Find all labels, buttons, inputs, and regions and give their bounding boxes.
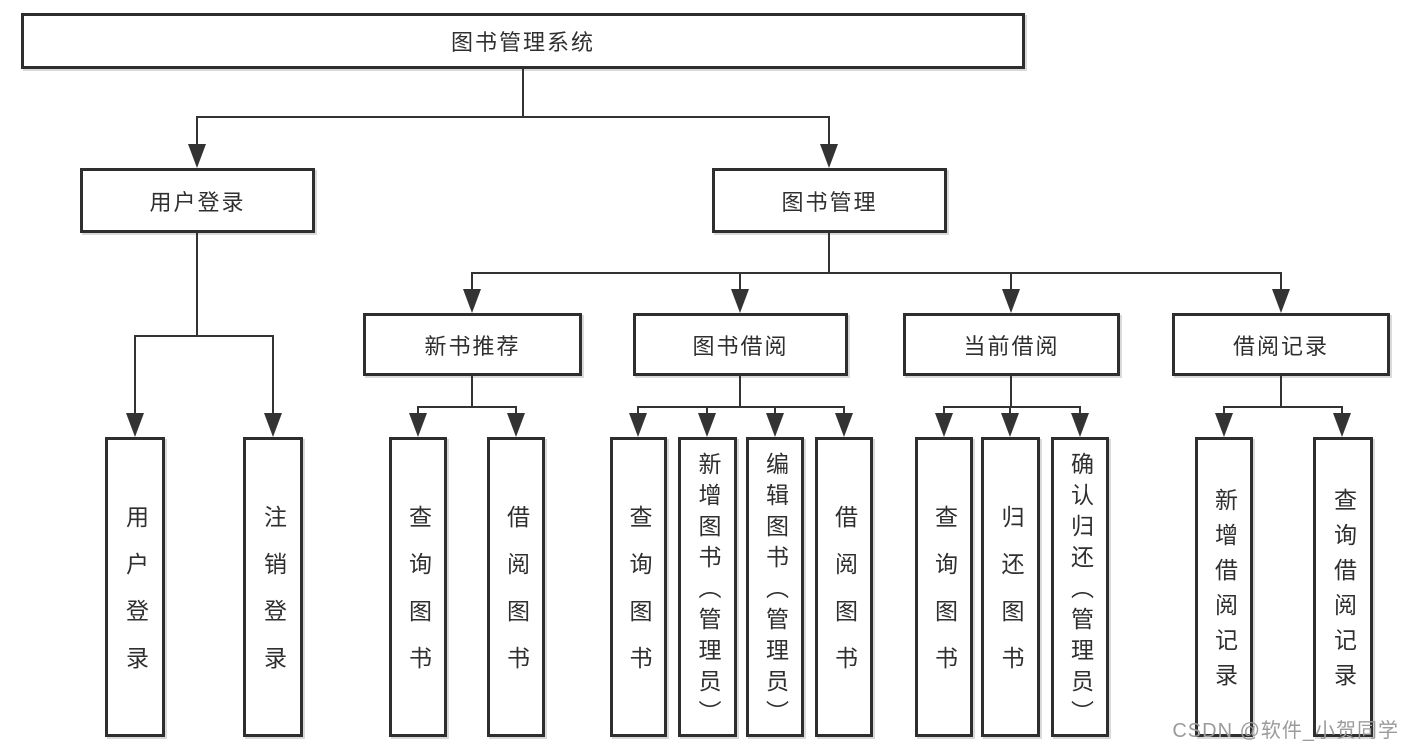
node-label: 编辑图书（管理员） [762, 451, 789, 731]
node-label: 图书管理系统 [450, 30, 595, 55]
node-label: 新增图书（管理员） [695, 451, 721, 731]
leaf-borrow-books-2: 借阅图书 [815, 437, 873, 737]
leaf-add-borrow-record: 新增借阅记录 [1195, 437, 1253, 737]
connector-line [1010, 273, 1012, 291]
node-label: 归还图书 [998, 505, 1024, 693]
node-label: 新增借阅记录 [1211, 488, 1238, 698]
arrow-down-icon [766, 413, 784, 437]
connector-line [739, 273, 741, 291]
connector-line [522, 69, 524, 118]
connector-line [196, 117, 198, 147]
leaf-edit-books-admin: 编辑图书（管理员） [746, 437, 804, 737]
connector-line [1341, 407, 1343, 415]
arrow-down-icon [126, 413, 144, 437]
connector-line [196, 116, 830, 118]
arrow-down-icon [1002, 289, 1020, 313]
connector-line [739, 376, 741, 408]
connector-line [272, 336, 274, 416]
node-current-borrow: 当前借阅 [903, 313, 1120, 376]
arrow-down-icon [1215, 413, 1233, 437]
connector-line [196, 233, 198, 337]
node-label: 用户登录 [122, 505, 149, 693]
connector-line [417, 407, 419, 415]
arrow-down-icon [731, 289, 749, 313]
node-label: 查询图书 [931, 505, 958, 693]
connector-line [1280, 273, 1282, 291]
node-user-login: 用户登录 [80, 168, 315, 233]
node-label: 图书借阅 [692, 333, 789, 359]
csdn-watermark: CSDN @软件_小贺同学 [1172, 720, 1399, 742]
connector-line [637, 407, 639, 415]
leaf-query-borrow-record: 查询借阅记录 [1313, 437, 1373, 737]
connector-line [134, 335, 274, 337]
arrow-down-icon [409, 413, 427, 437]
connector-line [471, 273, 473, 291]
connector-line [1010, 376, 1012, 408]
connector-line [471, 376, 473, 408]
connector-line [1223, 407, 1225, 415]
arrow-down-icon [188, 144, 206, 168]
leaf-borrow-books: 借阅图书 [487, 437, 545, 737]
node-label: 注销登录 [260, 505, 287, 693]
leaf-query-books: 查询图书 [389, 437, 447, 737]
node-label: 用户登录 [149, 189, 246, 215]
node-label: 确认归还（管理员） [1067, 451, 1094, 731]
node-label: 查询借阅记录 [1330, 488, 1357, 698]
connector-line [1009, 407, 1011, 415]
arrow-down-icon [1071, 413, 1089, 437]
connector-line [471, 272, 1282, 274]
node-book-borrow: 图书借阅 [633, 313, 848, 376]
leaf-query-books-3: 查询图书 [915, 437, 973, 737]
arrow-down-icon [264, 413, 282, 437]
node-label: 新书推荐 [424, 333, 521, 359]
arrow-down-icon [835, 413, 853, 437]
node-label: 借阅记录 [1232, 333, 1329, 359]
arrow-down-icon [1333, 413, 1351, 437]
node-borrow-records: 借阅记录 [1172, 313, 1390, 376]
arrow-down-icon [698, 413, 716, 437]
arrow-down-icon [935, 413, 953, 437]
arrow-down-icon [1001, 413, 1019, 437]
arrow-down-icon [1272, 289, 1290, 313]
leaf-query-books-2: 查询图书 [610, 437, 667, 737]
arrow-down-icon [463, 289, 481, 313]
connector-line [843, 407, 845, 415]
connector-line [828, 233, 830, 274]
node-new-book-recommend: 新书推荐 [363, 313, 582, 376]
connector-line [943, 407, 945, 415]
leaf-confirm-return-admin: 确认归还（管理员） [1051, 437, 1109, 737]
node-label: 借阅图书 [503, 505, 530, 693]
leaf-logout: 注销登录 [243, 437, 303, 737]
arrow-down-icon [507, 413, 525, 437]
connector-line [637, 406, 845, 408]
node-library-system: 图书管理系统 [21, 13, 1025, 69]
connector-line [943, 406, 1081, 408]
node-label: 图书管理 [781, 189, 878, 215]
connector-line [706, 407, 708, 415]
node-label: 查询图书 [626, 505, 652, 693]
node-label: 当前借阅 [963, 333, 1060, 359]
node-label: 查询图书 [405, 505, 432, 693]
connector-line [774, 407, 776, 415]
arrow-down-icon [820, 144, 838, 168]
leaf-return-books: 归还图书 [981, 437, 1040, 737]
connector-line [1223, 406, 1343, 408]
leaf-add-books-admin: 新增图书（管理员） [678, 437, 737, 737]
connector-line [828, 117, 830, 147]
connector-line [1280, 376, 1282, 408]
connector-line [1079, 407, 1081, 415]
node-label: 借阅图书 [831, 505, 858, 693]
connector-line [417, 406, 517, 408]
leaf-user-login: 用户登录 [105, 437, 165, 737]
connector-line [515, 407, 517, 415]
arrow-down-icon [629, 413, 647, 437]
node-book-management: 图书管理 [712, 168, 947, 233]
connector-line [134, 336, 136, 416]
